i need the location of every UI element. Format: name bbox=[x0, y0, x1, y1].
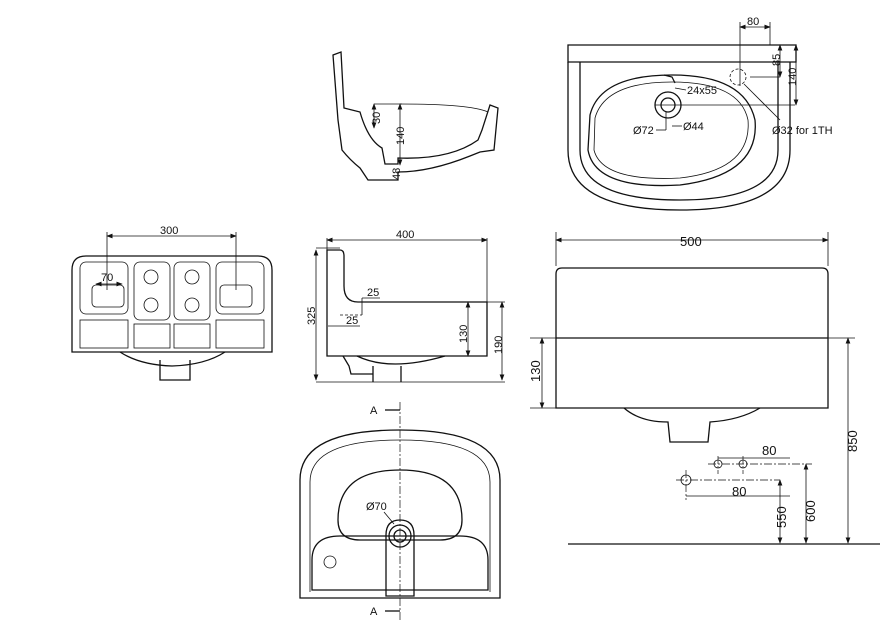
dim-25-a: 25 bbox=[367, 287, 379, 299]
dim-130: 130 bbox=[458, 325, 470, 343]
dim-48: 48 bbox=[391, 168, 403, 180]
dim-80-b: 80 bbox=[732, 484, 746, 499]
section-view: 30 140 48 bbox=[332, 51, 499, 181]
dim-300: 300 bbox=[160, 225, 178, 237]
top-view: 80 85 140 Ø32 for 1TH 24x55 Ø72 Ø44 bbox=[567, 16, 833, 211]
plan-view: A A Ø70 bbox=[299, 402, 501, 620]
section-a-top: A bbox=[370, 405, 378, 417]
d70-label: Ø70 bbox=[366, 501, 387, 513]
d72-label: Ø72 bbox=[633, 125, 654, 137]
dim-600: 600 bbox=[803, 500, 818, 522]
dim-85: 85 bbox=[771, 54, 783, 66]
dim-325: 325 bbox=[306, 307, 318, 325]
slot-label: 24x55 bbox=[687, 85, 717, 97]
tap-hole-label: Ø32 for 1TH bbox=[772, 125, 833, 137]
dim-500: 500 bbox=[680, 234, 702, 249]
d44-label: Ø44 bbox=[683, 121, 704, 133]
dim-850: 850 bbox=[845, 430, 860, 452]
dim-30: 30 bbox=[371, 112, 383, 124]
dim-80-a: 80 bbox=[762, 443, 776, 458]
side-view: 400 325 25 25 130 190 bbox=[306, 229, 505, 383]
dim-70: 70 bbox=[101, 272, 113, 284]
dim-400: 400 bbox=[396, 229, 414, 241]
dim-25-b: 25 bbox=[346, 315, 358, 327]
installation-view: 500 130 850 80 80 550 600 bbox=[528, 232, 880, 545]
dim-80: 80 bbox=[747, 16, 759, 28]
dim-140: 140 bbox=[787, 68, 799, 86]
dim-190: 190 bbox=[493, 336, 505, 354]
dim-140: 140 bbox=[395, 127, 407, 145]
section-a-bottom: A bbox=[370, 606, 378, 618]
dim-550: 550 bbox=[774, 506, 789, 528]
dim-130: 130 bbox=[528, 360, 543, 382]
back-view: 300 70 bbox=[71, 225, 273, 381]
